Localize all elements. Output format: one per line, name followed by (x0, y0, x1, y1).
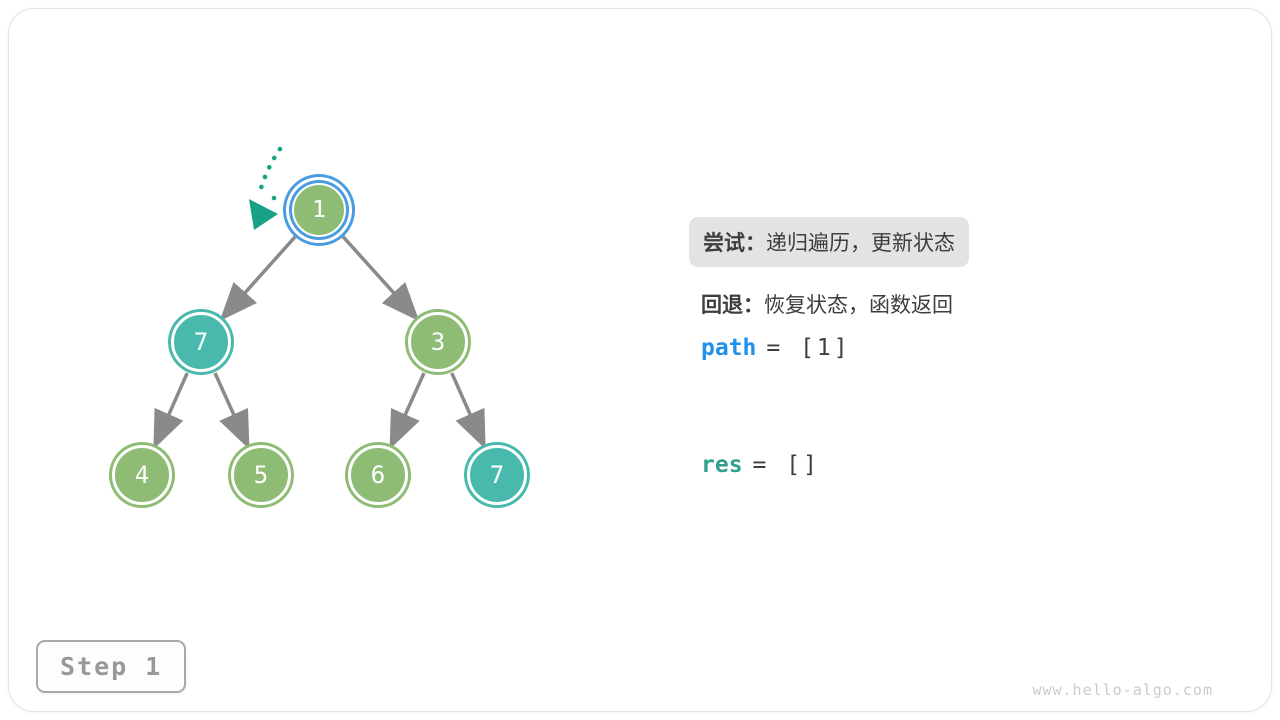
tree-node-6: 6 (348, 445, 408, 505)
node-value: 7 (193, 328, 209, 356)
legend-back-label: 回退： (701, 294, 764, 317)
node-value: 1 (312, 197, 326, 223)
res-variable-value: = [] (752, 452, 820, 478)
watermark-url: www.hello-algo.com (1032, 681, 1213, 699)
legend-try-label: 尝试： (703, 232, 766, 255)
node-value: 5 (253, 461, 269, 489)
legend-try-box: 尝试：递归遍历，更新状态 (689, 217, 969, 267)
path-variable-name: path (701, 335, 757, 361)
figure-card: 1 7 3 4 5 6 7 尝试：递归遍历，更新状态 回退：恢复状态，函数返回 … (8, 8, 1272, 712)
res-variable-name: res (701, 452, 743, 478)
tree-edges-canvas (153, 146, 486, 450)
legend-back-text: 恢复状态，函数返回 (764, 294, 953, 317)
legend-back-line: 回退：恢复状态，函数返回 (701, 289, 953, 319)
tree-node-7-leaf: 7 (467, 445, 527, 505)
tree-node-1-current: 1 (292, 183, 346, 237)
path-variable-value: = [1] (766, 335, 851, 361)
tree-node-4: 4 (112, 445, 172, 505)
legend-try-text: 递归遍历，更新状态 (766, 232, 955, 255)
edge-left-leftleft (153, 372, 189, 450)
binary-tree-diagram: 1 7 3 4 5 6 7 (9, 9, 649, 569)
edge-root-right (341, 235, 420, 322)
node-value: 4 (134, 461, 150, 489)
node-value: 7 (489, 461, 505, 489)
state-res-line: res = [] (701, 452, 820, 478)
node-value: 3 (430, 328, 446, 356)
edge-left-leftright (213, 372, 250, 450)
tree-node-7-left: 7 (171, 312, 231, 372)
state-path-line: path = [1] (701, 335, 851, 361)
tree-node-5: 5 (231, 445, 291, 505)
tree-node-3: 3 (408, 312, 468, 372)
node-value: 6 (370, 461, 386, 489)
step-badge: Step 1 (36, 640, 187, 693)
edge-root-left (219, 235, 297, 322)
edge-right-rightright (450, 372, 486, 450)
current-pointer-arrow-icon (249, 146, 283, 230)
edge-right-rightleft (389, 372, 426, 450)
